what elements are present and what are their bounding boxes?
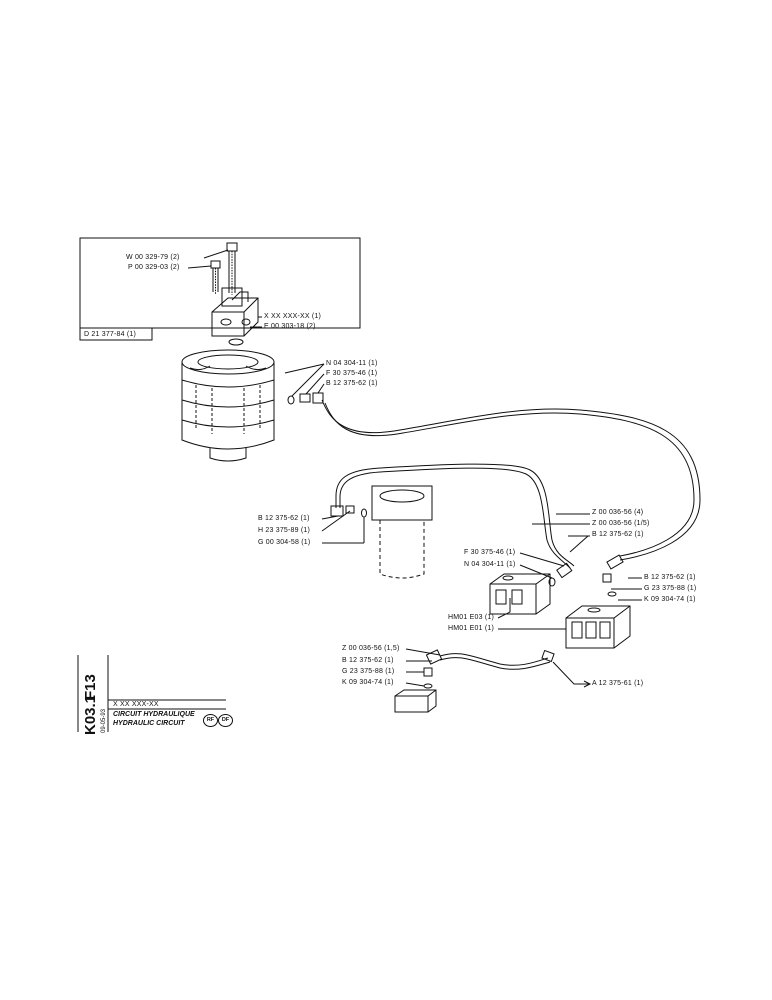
label-b12375-valve: B 12 375-62 (1)	[644, 574, 696, 581]
hose-z00036-mid	[335, 463, 575, 567]
hose-z00036-long	[321, 399, 701, 561]
label-d21377: D 21 377-84 (1)	[84, 331, 137, 338]
label-z00036-c: Z 00 036-56 (1,5)	[342, 645, 400, 652]
mounting-bracket	[211, 287, 259, 337]
title-ref: X XX XXX-XX	[113, 701, 159, 708]
label-z00036-a: Z 00 036-56 (4)	[592, 509, 644, 516]
label-n04304-mid: N 04 304-11 (1)	[464, 561, 516, 568]
label-g00304: G 00 304-58 (1)	[258, 539, 311, 546]
union-f30375	[299, 393, 311, 403]
detail-inset-frame	[79, 237, 361, 341]
reducer-motor	[181, 349, 275, 462]
screw-p00329	[210, 260, 221, 294]
label-k09304-bottom: K 09 304-74 (1)	[342, 679, 394, 686]
control-valve-hm01e03	[489, 573, 551, 615]
label-a12375: A 12 375-61 (1)	[592, 680, 644, 687]
label-hm01e03: HM01 E03 (1)	[448, 614, 494, 621]
label-e00303: E 00 303-18 (2)	[264, 323, 316, 330]
label-b12375-right: B 12 375-62 (1)	[592, 531, 644, 538]
washer-e00303	[228, 338, 244, 346]
oring-n04304	[287, 395, 295, 405]
label-b12375-bottom: B 12 375-62 (1)	[342, 657, 394, 664]
label-n04304-top: N 04 304-11 (1)	[326, 360, 378, 367]
label-f30375-mid: F 30 375-46 (1)	[464, 549, 516, 556]
elbow-b12375-left	[330, 505, 344, 517]
title-fr: CIRCUIT HYDRAULIQUE	[113, 711, 195, 718]
label-k09304-valve: K 09 304-74 (1)	[644, 596, 696, 603]
label-axx: X XX XXX-XX (1)	[264, 313, 322, 320]
label-h23375: H 23 375-89 (1)	[258, 527, 311, 534]
hose-z00036-bottom	[423, 649, 555, 689]
label-g23375-valve: G 23 375-88 (1)	[644, 585, 697, 592]
label-g23375-bottom: G 23 375-88 (1)	[342, 668, 395, 675]
title-block-frame	[77, 655, 226, 732]
badge-df: DF	[218, 714, 233, 727]
badge-rf: RF	[203, 714, 218, 727]
sheet-date: 09-05-93	[101, 708, 107, 733]
title-en: HYDRAULIC CIRCUIT	[113, 720, 185, 727]
elbow-b12375-right	[606, 554, 624, 570]
sheet-code-bottom: K03.1	[82, 694, 99, 735]
label-p00329: P 00 329-03 (2)	[128, 264, 180, 271]
label-z00036-b: Z 00 036-56 (1/5)	[592, 520, 650, 527]
control-valve-hm01e01	[565, 605, 631, 649]
label-b12375-left: B 12 375-62 (1)	[258, 515, 310, 522]
filter-cylinder	[371, 485, 433, 579]
elbow-b12375	[312, 392, 324, 404]
spacer-block	[394, 689, 437, 713]
label-b12375-top: B 12 375-62 (1)	[326, 380, 378, 387]
label-w00329: W 00 329-79 (2)	[126, 254, 180, 261]
label-f30375-top: F 30 375-46 (1)	[326, 370, 378, 377]
label-hm01e01: HM01 E01 (1)	[448, 625, 494, 632]
screw-w00329	[226, 242, 238, 295]
